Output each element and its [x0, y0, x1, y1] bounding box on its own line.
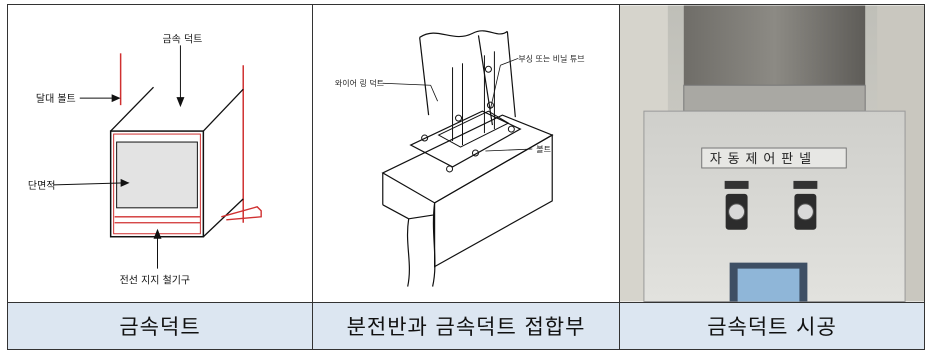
- label-wire-duct: 와이어 링 덕트: [335, 78, 384, 88]
- gauge-tag-left: [724, 180, 749, 189]
- caption-duct-joint: 분전반과 금속덕트 접합부: [312, 302, 620, 350]
- caption-metal-duct: 금속덕트: [7, 302, 313, 350]
- duct-install-photo: 자동제어판넬: [620, 5, 924, 302]
- label-wire-support: 전선 지지 철기구: [120, 275, 190, 287]
- figure-table: 금속 덕트 달대 볼트 단면적 전선 지지 철기구: [7, 4, 925, 350]
- arrow-duct: [176, 97, 185, 108]
- label-hanger-bolt: 달대 볼트: [36, 93, 76, 105]
- label-tube: 부싱 또는 비닐 튜브: [518, 53, 584, 63]
- duct-flange: [683, 84, 866, 112]
- support-bracket: [221, 206, 262, 221]
- label-bolt: 볼트: [536, 144, 551, 154]
- caption-duct-install: 금속덕트 시공: [619, 302, 925, 350]
- panel-metal-duct: 금속 덕트 달대 볼트 단면적 전선 지지 철기구: [7, 4, 313, 303]
- panel-sign-text: 자동제어판넬: [710, 152, 817, 167]
- panel-sign: [701, 147, 847, 169]
- label-cross-section: 단면적: [28, 180, 55, 192]
- metal-duct: [683, 5, 866, 86]
- panel-duct-joint: 와이어 링 덕트 부싱 또는 비닐 튜브 볼트: [312, 4, 620, 303]
- panel-duct-install-photo: 자동제어판넬: [619, 4, 925, 303]
- metal-duct-diagram: 금속 덕트 달대 볼트 단면적 전선 지지 철기구: [28, 33, 262, 287]
- hmi-screen: [737, 268, 800, 302]
- duct-joint-diagram: 와이어 링 덕트 부싱 또는 비닐 튜브 볼트: [335, 30, 585, 287]
- cross-section-area: [116, 141, 198, 209]
- gauge-tag-right: [793, 180, 818, 189]
- label-metal-duct: 금속 덕트: [162, 33, 202, 45]
